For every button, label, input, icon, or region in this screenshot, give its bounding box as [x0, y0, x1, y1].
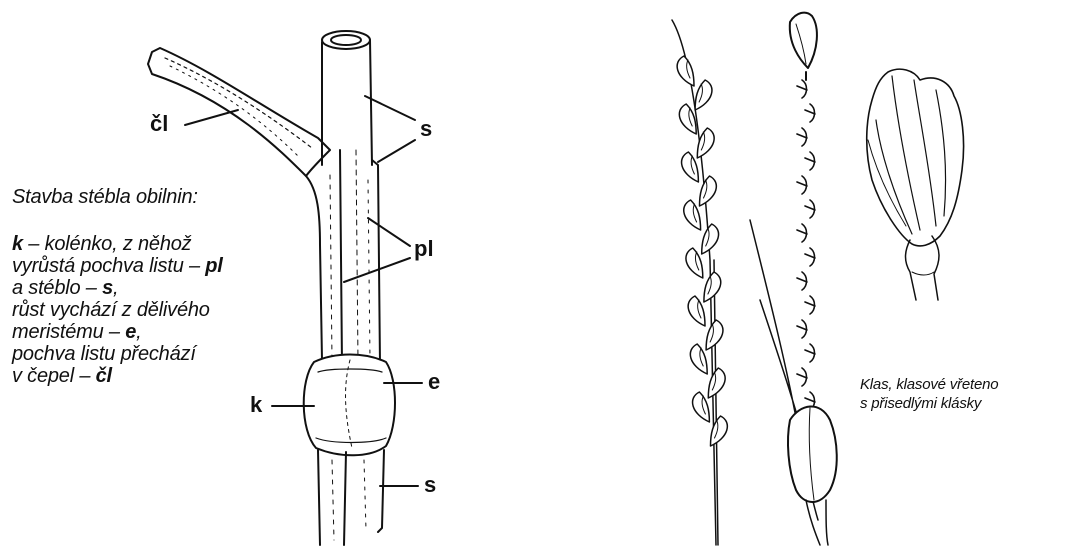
ear-spikelet [708, 368, 725, 398]
label-e: e [428, 369, 440, 395]
ear-spikelet [704, 272, 721, 302]
caption-left-line: v čepel – čl [12, 365, 223, 387]
ear-spikelet [697, 128, 714, 158]
rachis-segment [805, 344, 815, 362]
caption-term: k [12, 233, 23, 255]
caption-text: a stéblo – [12, 277, 102, 299]
rachis-segment [797, 224, 807, 242]
ear-spikelet [686, 248, 703, 278]
ear-spikelet [706, 320, 723, 350]
ear-spikelet [679, 104, 696, 134]
leaf-blade [148, 48, 330, 176]
caption-right-line2: s přisedlými klásky [860, 394, 998, 413]
rachis-segment [805, 248, 815, 266]
caption-text: růst vychází z dělivého [12, 299, 210, 321]
caption-term: s [102, 277, 113, 299]
caption-left-line: k – kolénko, z něhož [12, 233, 223, 255]
caption-term: čl [96, 365, 112, 387]
ear-spikelet [682, 152, 699, 182]
rachis-segment [797, 320, 807, 338]
caption-term: pl [205, 255, 222, 277]
rachis-segment [797, 128, 807, 146]
ear-spikelet [702, 224, 719, 254]
rachis-segment [805, 104, 815, 122]
caption-text: meristému – [12, 321, 125, 343]
caption-term: e [125, 321, 136, 343]
caption-text: – kolénko, z něhož [23, 233, 192, 255]
caption-left-line: a stéblo – s, [12, 277, 223, 299]
leaf-sheath [306, 150, 380, 365]
wheat-ear [672, 20, 727, 545]
caption-text: v čepel – [12, 365, 96, 387]
ear-spikelet [684, 200, 701, 230]
stem-upper [322, 40, 372, 165]
caption-left-line: meristému – e, [12, 321, 223, 343]
rachis-segment [805, 296, 815, 314]
label-s-bottom: s [424, 472, 436, 498]
ear-spikelet [695, 80, 712, 110]
caption-text: , [113, 277, 118, 299]
caption-left-line: růst vychází z dělivého [12, 299, 223, 321]
rachis-segment [805, 152, 815, 170]
caption-text: pochva listu přechází [12, 343, 196, 365]
rachis-segment [805, 200, 815, 218]
rachis-segment [797, 80, 807, 98]
leader-cl [185, 110, 238, 125]
caption-text: vyrůstá pochva listu – [12, 255, 205, 277]
caption-left-line: pochva listu přechází [12, 343, 223, 365]
ear-spikelet [693, 392, 710, 422]
ear-spikelet [677, 56, 694, 86]
rachis-diagram [750, 13, 837, 545]
caption-right: Klas, klasové vřeteno s přisedlými klásk… [860, 375, 998, 413]
ear-spikelet [688, 296, 705, 326]
leader-pl [344, 218, 410, 282]
stem-top-opening [322, 31, 370, 49]
rachis-segment [797, 176, 807, 194]
spikelet-detail [867, 69, 964, 300]
caption-right-line1: Klas, klasové vřeteno [860, 375, 998, 394]
caption-left-title: Stavba stébla obilnin: [12, 186, 198, 208]
rachis-segment [797, 368, 807, 386]
label-pl: pl [414, 236, 434, 262]
label-cl: čl [150, 111, 168, 137]
caption-left-line: vyrůstá pochva listu – pl [12, 255, 223, 277]
ear-spikelet [700, 176, 717, 206]
caption-text: , [136, 321, 141, 343]
label-k: k [250, 392, 262, 418]
ear-spikelet [690, 344, 707, 374]
rachis-apex-spikelet [790, 13, 817, 68]
label-s-top: s [420, 116, 432, 142]
rachis-segment [797, 272, 807, 290]
stem-lower [318, 450, 384, 545]
